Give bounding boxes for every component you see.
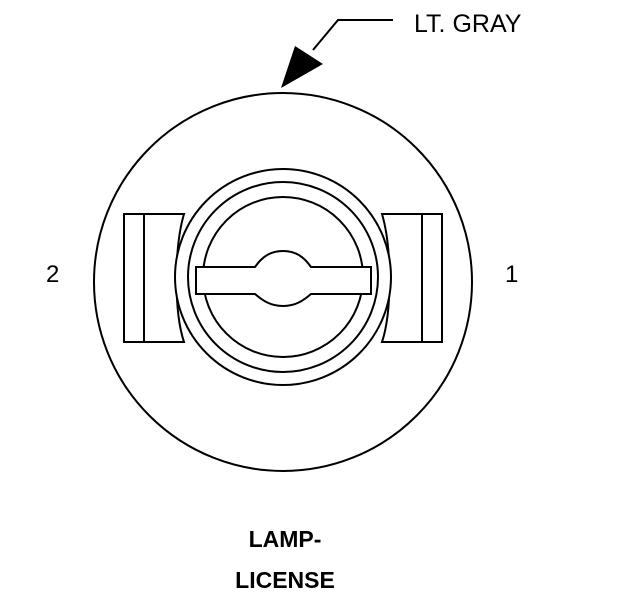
callout-leader <box>281 19 393 88</box>
diagram-title-line-2: LICENSE <box>235 567 335 593</box>
pin-label-2: 2 <box>46 261 59 288</box>
center-blade <box>195 249 372 308</box>
pin-label-1: 1 <box>505 261 518 288</box>
leader-arrowhead <box>281 46 323 88</box>
diagram-title-line-1: LAMP- <box>249 526 322 552</box>
callout-color-label: LT. GRAY <box>414 10 522 38</box>
leader-line <box>312 19 393 51</box>
